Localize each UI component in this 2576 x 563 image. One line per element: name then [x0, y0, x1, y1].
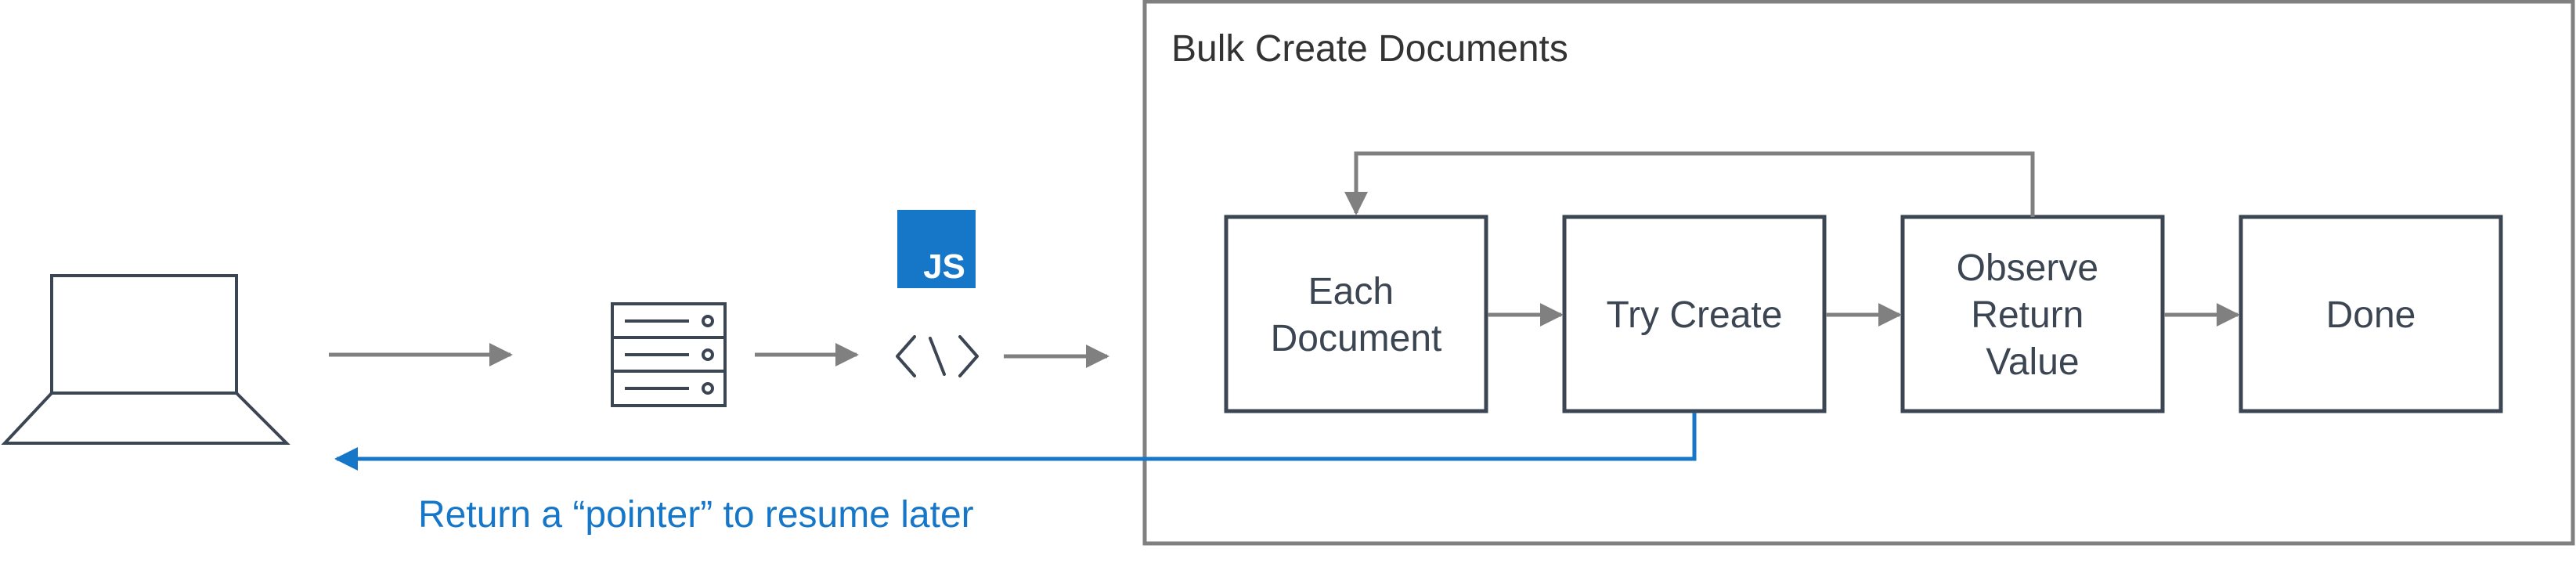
step-box-try-create [1562, 215, 1827, 413]
step-box-done [2239, 215, 2503, 413]
step-label-observe-return-value: Observe Return Value [1957, 247, 2109, 383]
step-box-each-document [1224, 215, 1488, 413]
step-label-each-document: Each Document [1271, 271, 1442, 359]
js-badge-label: JS [923, 247, 965, 286]
bulk-create-panel [1142, 0, 2575, 546]
laptop-icon [1, 274, 290, 445]
code-brackets-icon [896, 335, 979, 377]
loop-back-arrow [1344, 151, 2035, 217]
return-path-arrow [334, 413, 1697, 471]
step-label-try-create: Try Create [1607, 294, 1783, 336]
panel-title: Bulk Create Documents [1171, 28, 1568, 70]
js-badge-icon: JS [897, 210, 976, 288]
step-label-done: Done [2326, 294, 2416, 336]
return-path-label: Return a “pointer” to resume later [418, 494, 974, 536]
server-icon [611, 302, 727, 407]
